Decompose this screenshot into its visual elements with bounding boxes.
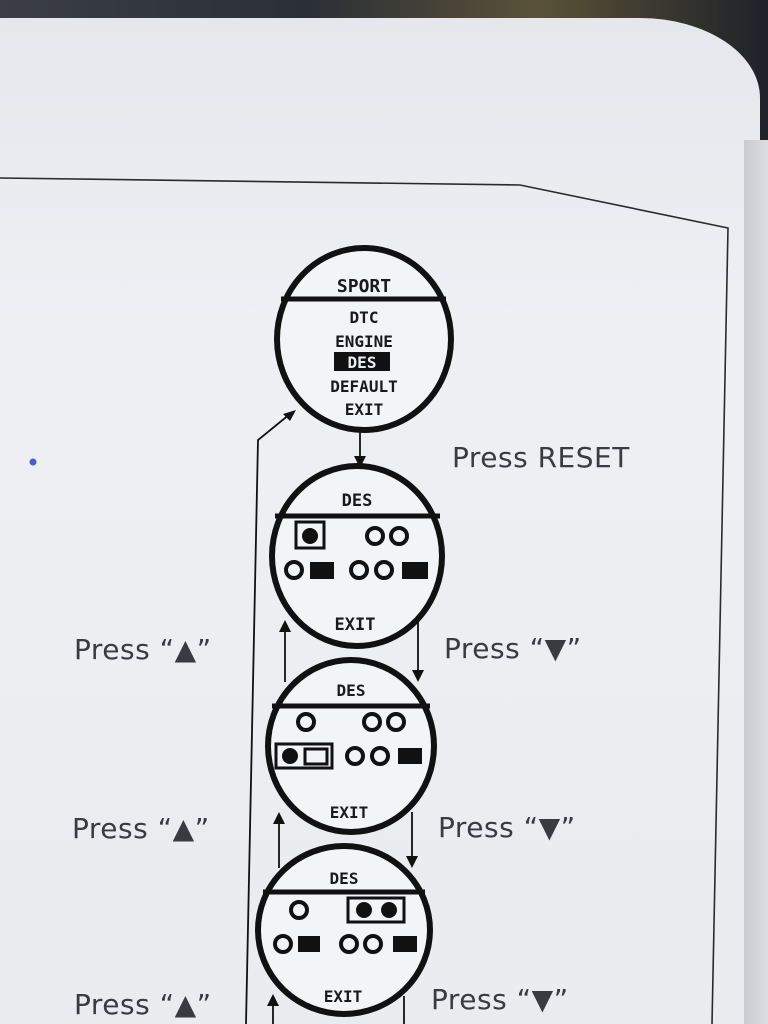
des1-case-icon-1: [310, 562, 334, 579]
des1-drop-icon-1: [302, 528, 318, 544]
des3-drop-icon-6: [363, 934, 383, 954]
menu-item-exit: EXIT: [345, 400, 384, 419]
des2-drop-icon-1: [296, 712, 316, 732]
des2-drop-icon-3: [386, 712, 406, 732]
des1-selected-box: [294, 520, 326, 550]
des2-case-icon-1: [303, 747, 329, 766]
des1-drop-icon-5: [349, 560, 369, 580]
des3-drop-icon-1: [289, 900, 309, 920]
label-press-down-1: Press “▼”: [444, 632, 582, 665]
menu-item-default: DEFAULT: [330, 377, 397, 396]
des2-header: DES: [337, 681, 366, 700]
arrow-down-2: [406, 812, 418, 868]
des1-drop-icon-4: [284, 560, 304, 580]
des3-drop-icon-3: [381, 902, 397, 918]
des2-drop-icon-6: [370, 746, 390, 766]
sport-header: SPORT: [337, 276, 391, 297]
des3-case-icon-1: [298, 936, 320, 952]
arrow-up-1: [279, 620, 291, 682]
des1-drop-icon-3: [389, 526, 409, 546]
des3-drop-icon-4: [273, 934, 293, 954]
page-frame: [0, 177, 729, 1024]
des1-footer: EXIT: [335, 615, 376, 635]
arrow-reset: [354, 432, 366, 468]
des1-drop-icon-2: [365, 526, 385, 546]
menu-item-engine: ENGINE: [335, 332, 393, 351]
des2-case-icon-2: [398, 748, 422, 764]
des3-footer: EXIT: [324, 987, 363, 1006]
label-press-up-2: Press “▲”: [72, 812, 210, 845]
label-press-up-3: Press “▲”: [74, 988, 212, 1021]
arrow-return: [245, 410, 296, 1024]
ink-dot: [29, 458, 37, 466]
menu-item-dtc: DTC: [350, 308, 379, 327]
menu-selection-highlight: [334, 352, 390, 371]
label-press-up-1: Press “▲”: [74, 633, 212, 666]
des-display-1: DES EXIT: [269, 463, 445, 649]
des-display-2: DES EXIT: [265, 657, 437, 835]
des2-drop-icon-2: [362, 712, 382, 732]
sport-display: SPORT DTC ENGINE DES DEFAULT EXIT: [274, 245, 454, 433]
label-press-reset: Press RESET: [452, 441, 630, 474]
label-press-down-2: Press “▼”: [438, 811, 576, 844]
des3-case-icon-2: [393, 936, 417, 952]
des1-case-icon-2: [402, 562, 428, 579]
arrow-down-1: [412, 622, 424, 682]
des3-drop-icon-5: [339, 934, 359, 954]
des1-drop-icon-6: [374, 560, 394, 580]
des3-header: DES: [330, 869, 359, 888]
des2-selected-box: [274, 742, 334, 770]
page-edge: [744, 140, 768, 1024]
label-press-down-3: Press “▼”: [431, 983, 569, 1016]
des1-header: DES: [342, 491, 373, 511]
des2-drop-icon-4: [282, 748, 298, 764]
des2-footer: EXIT: [330, 803, 369, 822]
des2-drop-icon-5: [345, 746, 365, 766]
arrow-up-3: [267, 994, 279, 1024]
des3-drop-icon-2: [356, 902, 372, 918]
menu-item-des: DES: [348, 353, 377, 372]
des3-selected-box: [346, 896, 406, 924]
arrow-up-2: [273, 812, 285, 868]
des-display-3: DES EXIT: [255, 843, 433, 1017]
